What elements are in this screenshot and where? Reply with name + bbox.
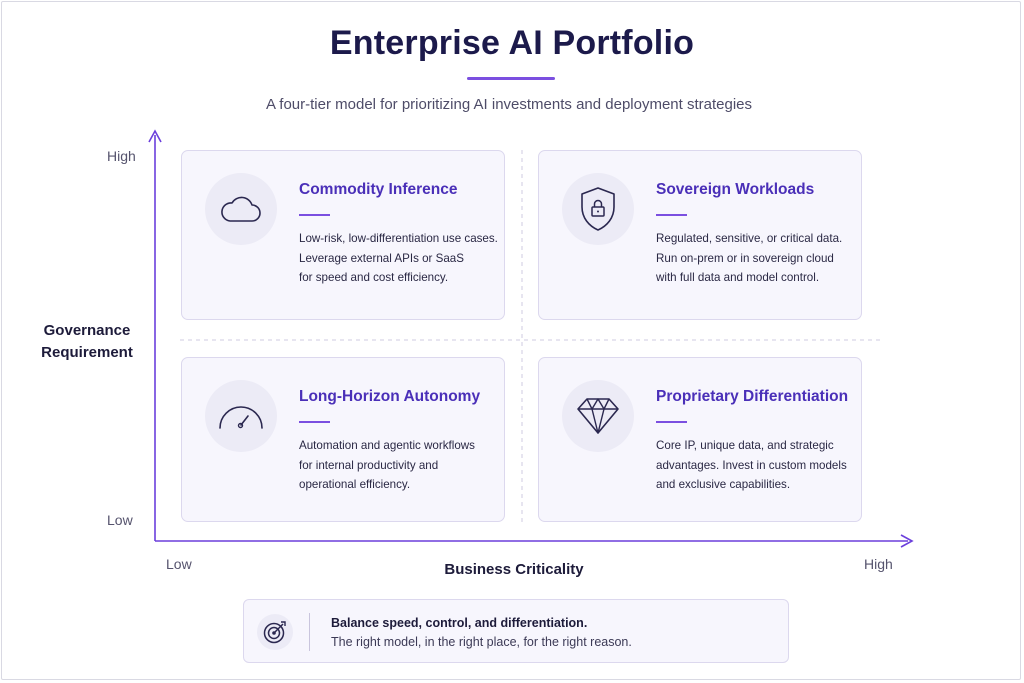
callout-tagline: The right model, in the right place, for… bbox=[331, 635, 632, 649]
page-title: Enterprise AI Portfolio bbox=[329, 24, 695, 62]
target-icon bbox=[257, 614, 293, 650]
cloud-icon bbox=[205, 173, 277, 245]
quadrant-card-sovereign-workloads: Sovereign Workloads Regulated, sensitive… bbox=[538, 150, 862, 320]
quadrant-description: Low-risk, low-differentiation use cases.… bbox=[299, 229, 505, 288]
quadrant-card-commodity-inference: Commodity Inference Low-risk, low-differ… bbox=[181, 150, 505, 320]
callout-headline: Balance speed, control, and differentiat… bbox=[331, 616, 588, 630]
y-axis-high-label: High bbox=[107, 148, 136, 164]
y-axis-title-line2: Requirement bbox=[41, 344, 133, 361]
shield-lock-icon bbox=[562, 173, 634, 245]
quadrant-card-long-horizon-autonomy: Long-Horizon Autonomy Automation and age… bbox=[181, 357, 505, 522]
description-line: with full data and model control. bbox=[656, 271, 820, 284]
quadrant-title-rule bbox=[299, 421, 330, 423]
quadrant-title: Commodity Inference bbox=[299, 181, 458, 198]
description-line: operational efficiency. bbox=[299, 478, 411, 491]
quadrant-title-rule bbox=[656, 421, 687, 423]
x-axis-arrow-icon bbox=[900, 534, 914, 548]
y-axis-title: Governance Requirement bbox=[22, 320, 152, 364]
description-line: Run on-prem or in sovereign cloud bbox=[656, 251, 834, 265]
description-line: Core IP, unique data, and strategic bbox=[656, 439, 834, 452]
title-underline bbox=[467, 77, 555, 80]
x-axis-high-label: High bbox=[864, 556, 893, 572]
quadrant-title-rule bbox=[656, 214, 687, 216]
description-line: advantages. Invest in custom models bbox=[656, 458, 847, 472]
description-line: for speed and cost efficiency. bbox=[299, 271, 449, 284]
quadrant-title: Sovereign Workloads bbox=[656, 181, 815, 198]
quadrant-title: Proprietary Differentiation bbox=[656, 388, 849, 405]
quadrant-description: Automation and agentic workflows for int… bbox=[299, 436, 505, 495]
summary-callout: Balance speed, control, and differentiat… bbox=[243, 599, 789, 663]
description-line: and exclusive capabilities. bbox=[656, 478, 791, 491]
x-axis-low-label: Low bbox=[166, 556, 192, 572]
description-line: Regulated, sensitive, or critical data. bbox=[656, 232, 843, 245]
quadrant-card-proprietary-differentiation: Proprietary Differentiation Core IP, uni… bbox=[538, 357, 862, 522]
description-line: Leverage external APIs or SaaS bbox=[299, 251, 464, 265]
quadrant-title-rule bbox=[299, 214, 330, 216]
y-axis-title-line1: Governance bbox=[43, 322, 131, 339]
quadrant-title: Long-Horizon Autonomy bbox=[299, 388, 481, 405]
quadrant-description: Regulated, sensitive, or critical data. … bbox=[656, 229, 862, 288]
y-axis-low-label: Low bbox=[107, 512, 133, 528]
callout-divider bbox=[309, 613, 310, 651]
page-subtitle: A four-tier model for prioritizing AI in… bbox=[265, 96, 753, 113]
gauge-icon bbox=[205, 380, 277, 452]
description-line: Automation and agentic workflows bbox=[299, 439, 475, 452]
x-axis-title: Business Criticality bbox=[444, 561, 584, 578]
description-line: Low-risk, low-differentiation use cases. bbox=[299, 232, 498, 245]
diamond-icon bbox=[562, 380, 634, 452]
y-axis-arrow-icon bbox=[148, 129, 162, 143]
quadrant-description: Core IP, unique data, and strategic adva… bbox=[656, 436, 862, 495]
description-line: for internal productivity and bbox=[299, 458, 439, 472]
